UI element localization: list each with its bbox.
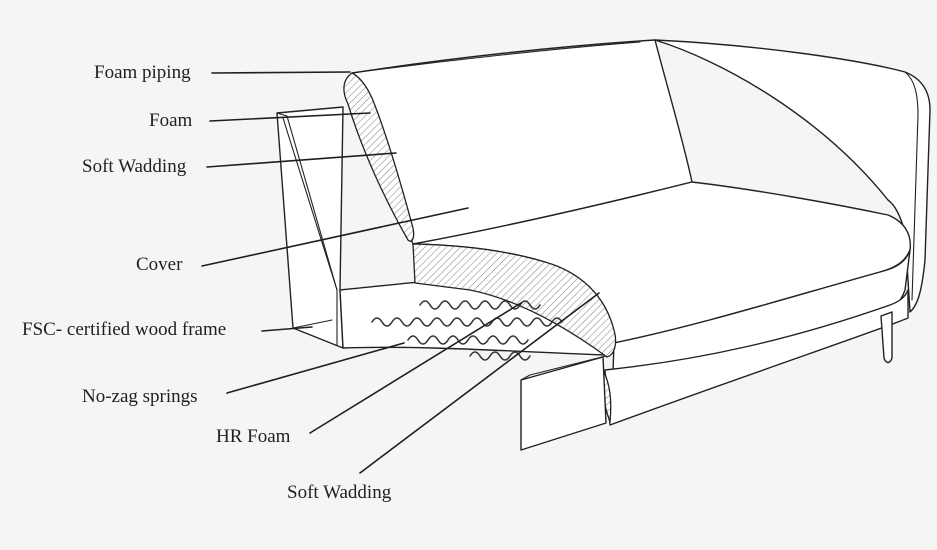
wood-frame-side — [276, 106, 344, 349]
back-foam-section — [343, 72, 415, 242]
sofa-base — [604, 289, 909, 426]
label-foam: Foam — [149, 110, 193, 131]
leader-foam-piping — [211, 71, 351, 74]
label-springs: No-zag springs — [82, 386, 198, 407]
right-arm-panel — [654, 39, 931, 313]
leader-cover — [201, 207, 469, 267]
label-wood-frame: FSC- certified wood frame — [22, 319, 227, 340]
leader-wood-frame — [261, 326, 313, 332]
label-soft-wadding-top: Soft Wadding — [82, 156, 187, 177]
label-hr-foam: HR Foam — [216, 426, 291, 447]
leader-springs — [226, 342, 405, 394]
front-rail — [520, 356, 607, 451]
no-zag-springs — [371, 300, 563, 361]
leader-lines — [201, 71, 600, 474]
leader-hr-foam — [309, 302, 522, 434]
leader-soft-wadding-bottom — [359, 292, 600, 474]
leader-soft-wadding-top — [206, 152, 397, 168]
label-foam-piping: Foam piping — [94, 62, 191, 83]
label-cover: Cover — [136, 254, 183, 275]
label-soft-wadding-bottom: Soft Wadding — [287, 482, 392, 503]
seat-foam-section — [412, 243, 617, 358]
sofa-leg — [880, 311, 893, 364]
leader-foam — [209, 112, 371, 122]
